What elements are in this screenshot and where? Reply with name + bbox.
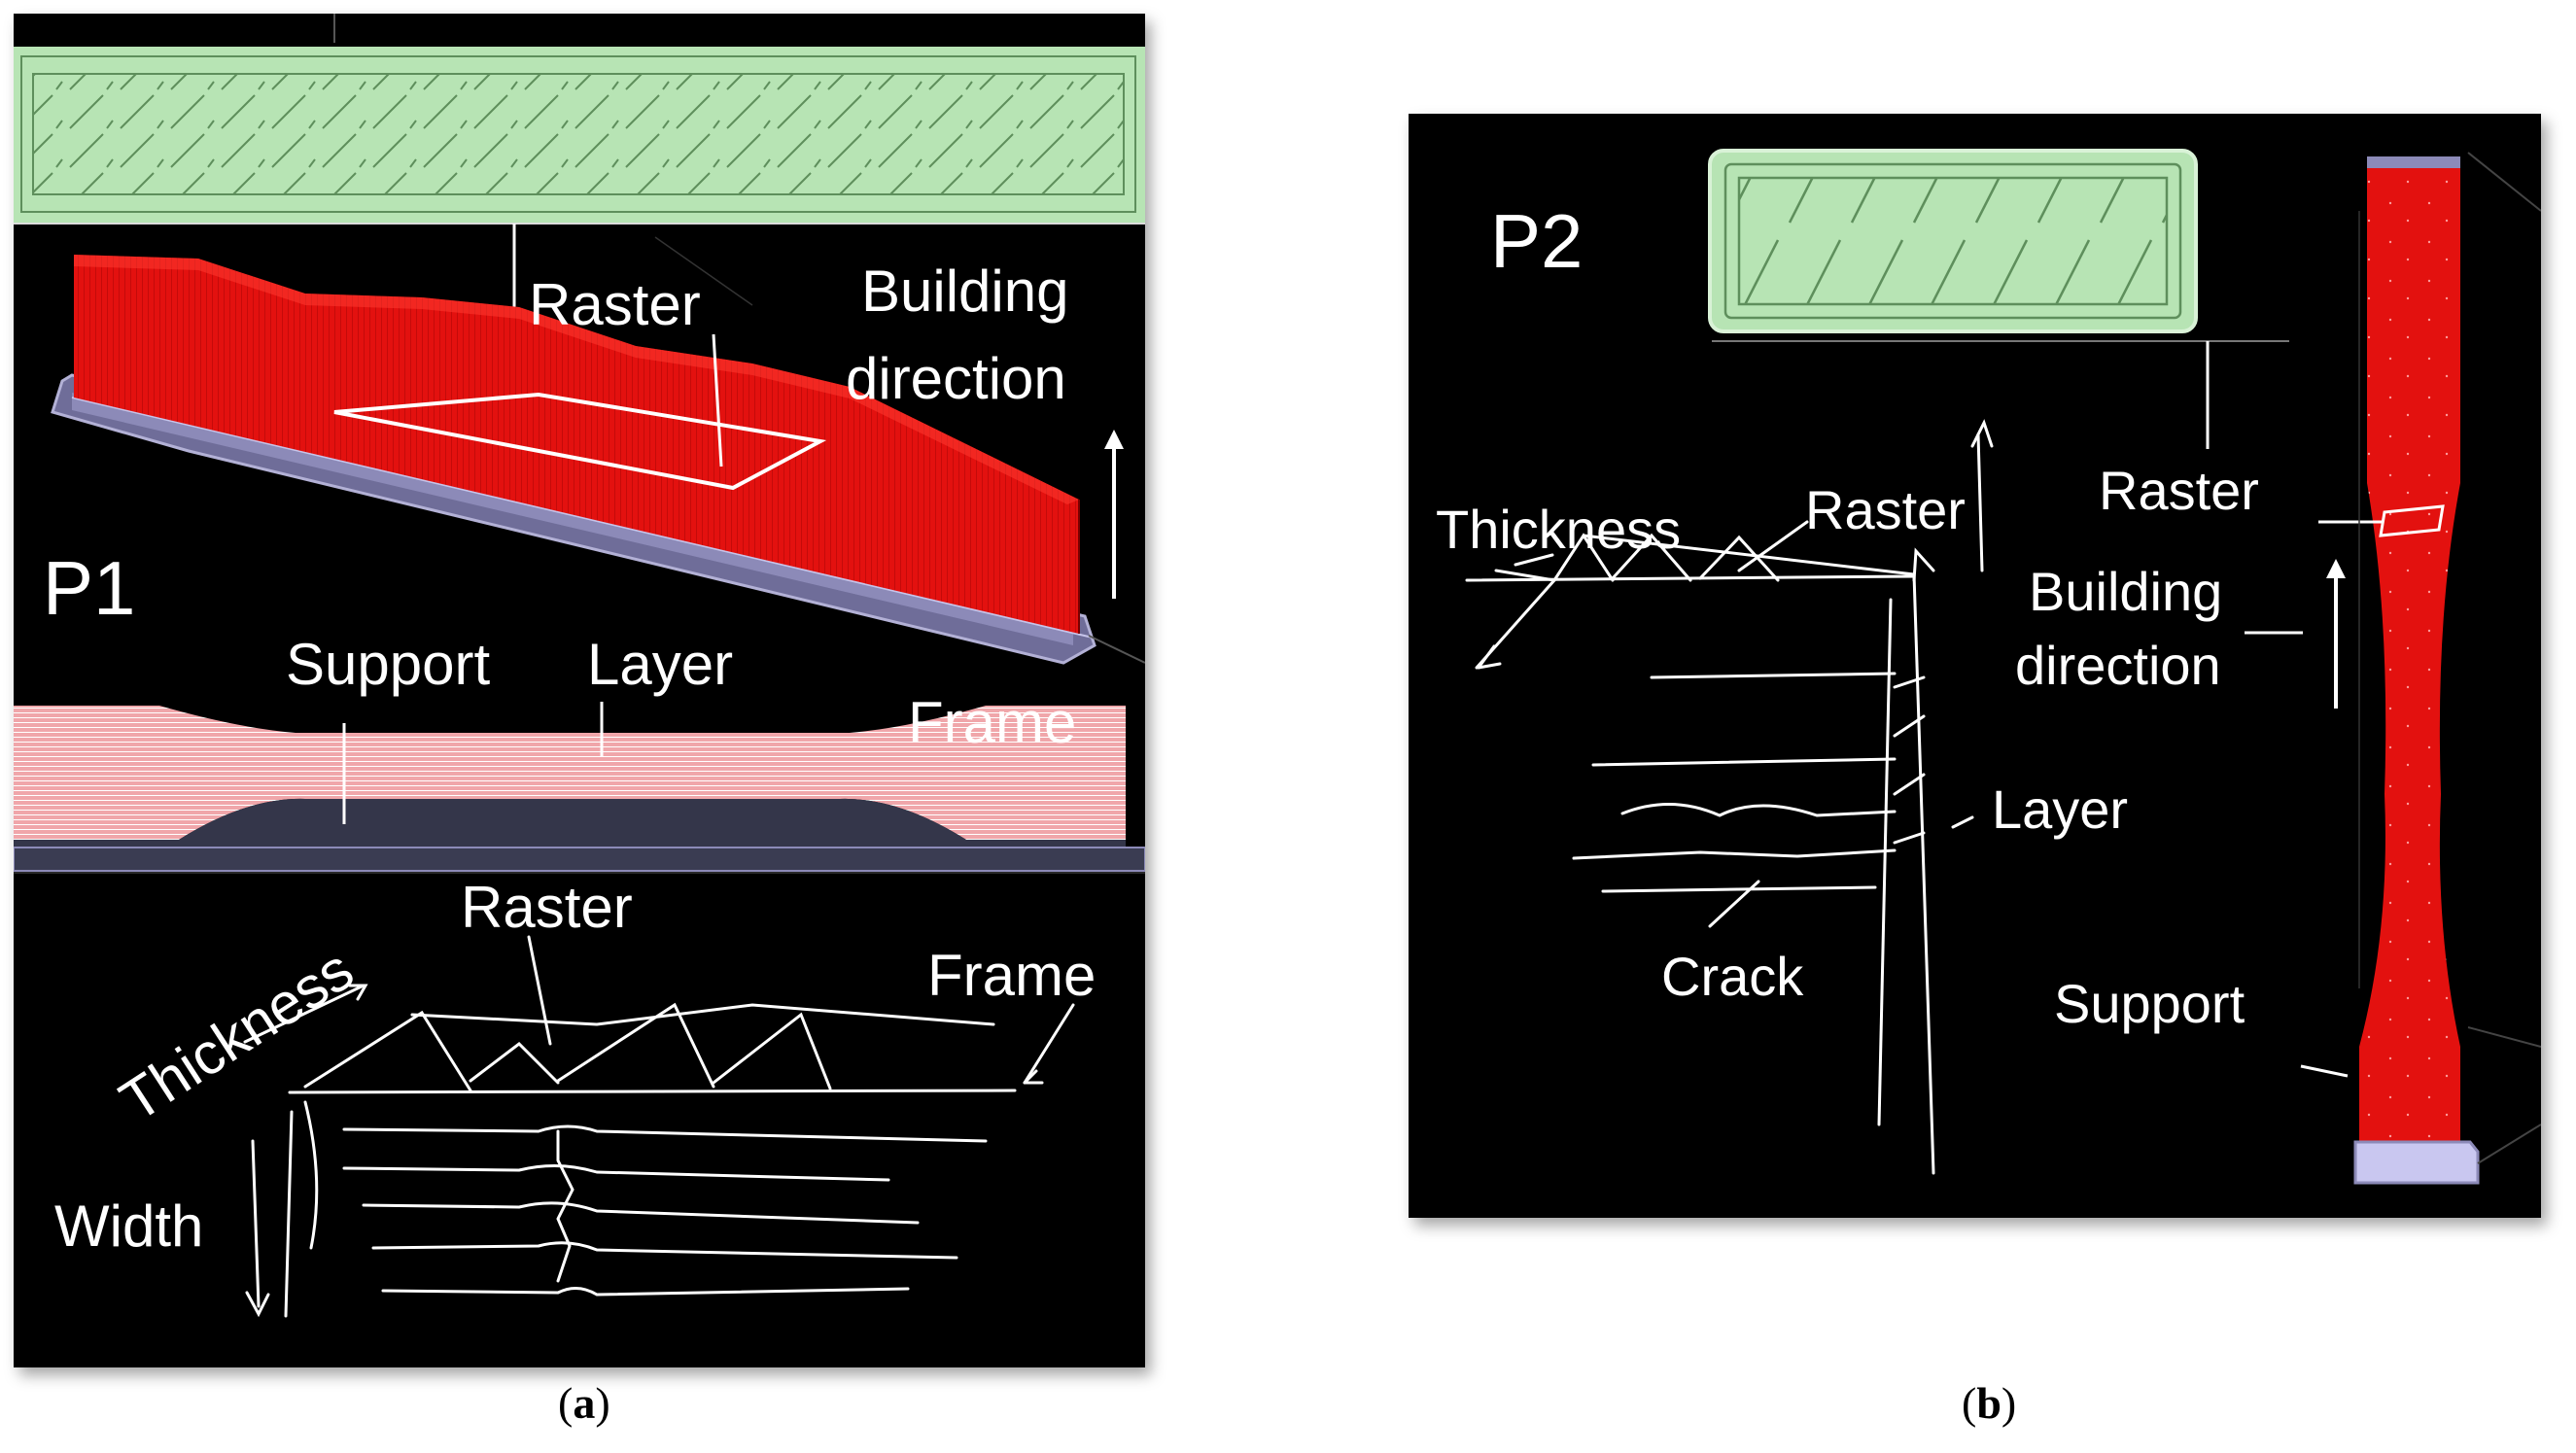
label-building-direction-line2-p2: direction: [2015, 635, 2221, 696]
specimen-body-3d: [74, 255, 1080, 634]
panel-id-p1: P1: [43, 545, 136, 631]
panel-a-drawing: [14, 14, 1145, 1318]
side-view-specimen: [14, 702, 1145, 874]
label-width: Width: [54, 1194, 204, 1259]
label-layer-p2: Layer: [1992, 778, 2129, 840]
panel-b-drawing: [1465, 149, 2541, 1185]
caption-b: (b): [1962, 1378, 2017, 1428]
panel-id-p2: P2: [1490, 198, 1584, 284]
label-raster-right-p2: Raster: [2099, 460, 2259, 521]
label-crack-p2: Crack: [1661, 946, 1804, 1007]
label-building-direction-line1-p2: Building: [2029, 561, 2223, 622]
label-building-direction-line1: Building: [861, 259, 1069, 324]
label-raster-sketch-p2: Raster: [1805, 479, 1966, 540]
building-direction-arrow: [1104, 430, 1124, 599]
label-layer: Layer: [587, 632, 734, 697]
fracture-sketch-p1: [243, 935, 1075, 1318]
fracture-sketch-p2: [1465, 419, 1994, 1175]
panel-a: P1 Raster Building direction Support Lay…: [14, 14, 1145, 1367]
label-raster-top: Raster: [529, 272, 701, 337]
caption-a-letter: a: [573, 1378, 596, 1428]
raster-cross-section-p2: [1708, 149, 2289, 449]
caption-a: (a): [558, 1378, 610, 1428]
raster-cross-section-top: [14, 14, 1145, 225]
label-building-direction-line2: direction: [846, 346, 1066, 411]
label-raster-sketch: Raster: [461, 875, 633, 940]
vertical-specimen-p2: [2318, 152, 2541, 1185]
label-support-p2: Support: [2054, 973, 2245, 1034]
building-direction-arrow-p2: [2245, 559, 2349, 1078]
label-frame-side-view: Frame: [908, 690, 1077, 755]
label-support: Support: [286, 632, 491, 697]
label-frame-sketch: Frame: [927, 943, 1097, 1008]
raster-label-leader: [712, 333, 723, 467]
panel-b: P2 Raster Thickness Raster Building dire…: [1409, 114, 2541, 1218]
caption-b-letter: b: [1976, 1378, 2002, 1428]
label-thickness-p2: Thickness: [1436, 499, 1682, 560]
